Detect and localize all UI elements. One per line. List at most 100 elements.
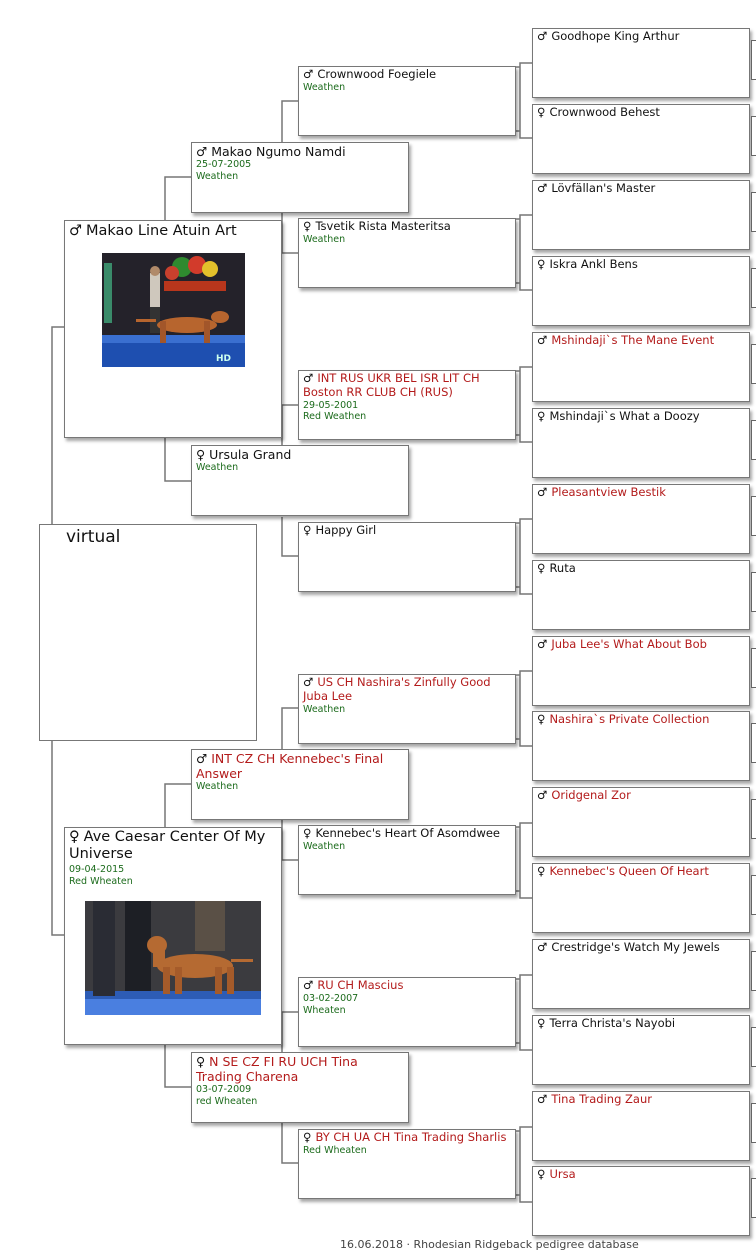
ggg-box-2[interactable]: ♀Crownwood Behest (532, 104, 750, 174)
grandparent-3-name[interactable]: INT CZ CH Kennebec's Final Answer (196, 751, 384, 781)
ggg-box-6[interactable]: ♀Mshindaji`s What a Doozy (532, 408, 750, 478)
great-grandparent-6-name-line: ♀Kennebec's Heart Of Asomdwee (303, 826, 511, 841)
ggg-box-5[interactable]: ♂Mshindaji`s The Mane Event (532, 332, 750, 402)
grandparent-box-4[interactable]: ♀N SE CZ FI RU UCH Tina Trading Charena … (191, 1052, 409, 1123)
male-symbol-icon: ♂ (537, 940, 548, 954)
ggg-16-name-line: ♀Ursa (537, 1167, 745, 1182)
great-grandparent-3-color: Red Weathen (303, 411, 367, 423)
clipped-next-generation-edge (751, 420, 756, 460)
male-symbol-icon: ♂ (537, 637, 548, 651)
ggg-box-9[interactable]: ♂Juba Lee's What About Bob (532, 636, 750, 706)
clipped-next-generation-edge (751, 496, 756, 536)
clipped-next-generation-edge (751, 1027, 756, 1067)
ggg-4-name[interactable]: Iskra Ankl Bens (549, 257, 638, 271)
male-symbol-icon: ♂ (303, 978, 314, 992)
great-grandparent-box-2[interactable]: ♀Tsvetik Rista Masteritsa Weathen (298, 218, 516, 288)
great-grandparent-7-name[interactable]: RU CH Mascius (317, 978, 404, 992)
female-symbol-icon: ♀ (537, 1167, 546, 1181)
male-symbol-icon: ♂ (537, 333, 548, 347)
great-grandparent-box-4[interactable]: ♀Happy Girl (298, 522, 516, 592)
ggg-15-name[interactable]: Tina Trading Zaur (551, 1092, 652, 1106)
male-symbol-icon: ♂ (537, 29, 548, 43)
ggg-box-4[interactable]: ♀Iskra Ankl Bens (532, 256, 750, 326)
ggg-box-1[interactable]: ♂Goodhope King Arthur (532, 28, 750, 98)
sire-photo[interactable]: HD (102, 253, 245, 367)
clipped-next-generation-edge (751, 723, 756, 763)
great-grandparent-3-name[interactable]: INT RUS UKR BEL ISR LIT CH Boston RR CLU… (303, 371, 480, 399)
great-grandparent-box-6[interactable]: ♀Kennebec's Heart Of Asomdwee Weathen (298, 825, 516, 895)
great-grandparent-7-color: Wheaten (303, 1004, 346, 1016)
subject-box[interactable]: virtual (39, 524, 257, 741)
ggg-7-name-line: ♂Pleasantview Bestik (537, 485, 745, 500)
female-symbol-icon: ♀ (303, 826, 312, 840)
sire-box[interactable]: ♂Makao Line Atuin Art HD (64, 220, 282, 438)
ggg-6-name[interactable]: Mshindaji`s What a Doozy (549, 409, 700, 423)
great-grandparent-5-color: Weathen (303, 703, 346, 715)
ggg-5-name[interactable]: Mshindaji`s The Mane Event (551, 333, 715, 347)
clipped-next-generation-edge (751, 40, 756, 80)
grandparent-2-color: Weathen (196, 462, 239, 473)
ggg-13-name-line: ♂Crestridge's Watch My Jewels (537, 940, 745, 955)
great-grandparent-8-color: Red Wheaten (303, 1144, 367, 1156)
sire-name-line: ♂Makao Line Atuin Art (69, 223, 277, 240)
grandparent-2-name[interactable]: Ursula Grand (209, 447, 292, 462)
great-grandparent-1-name[interactable]: Crownwood Foegiele (317, 67, 437, 81)
grandparent-1-name[interactable]: Makao Ngumo Namdi (211, 144, 346, 159)
ggg-12-name[interactable]: Kennebec's Queen Of Heart (549, 864, 709, 878)
grandparent-4-name[interactable]: N SE CZ FI RU UCH Tina Trading Charena (196, 1054, 358, 1084)
ggg-box-7[interactable]: ♂Pleasantview Bestik (532, 484, 750, 554)
ggg-8-name[interactable]: Ruta (549, 561, 576, 575)
ggg-3-name[interactable]: Lövfällan's Master (551, 181, 656, 195)
grandparent-4-color: red Wheaten (196, 1095, 258, 1107)
ggg-11-name[interactable]: Oridgenal Zor (551, 788, 631, 802)
great-grandparent-box-7[interactable]: ♂RU CH Mascius 03-02-2007 Wheaten (298, 977, 516, 1047)
dam-photo-image (85, 901, 261, 1015)
ggg-1-name[interactable]: Goodhope King Arthur (551, 29, 680, 43)
ggg-box-15[interactable]: ♂Tina Trading Zaur (532, 1091, 750, 1161)
ggg-box-10[interactable]: ♀Nashira`s Private Collection (532, 711, 750, 781)
ggg-9-name[interactable]: Juba Lee's What About Bob (551, 637, 707, 651)
great-grandparent-box-8[interactable]: ♀BY CH UA CH Tina Trading Sharlis Red Wh… (298, 1129, 516, 1199)
male-symbol-icon: ♂ (303, 675, 314, 689)
ggg-9-name-line: ♂Juba Lee's What About Bob (537, 637, 745, 652)
grandparent-1-color: Weathen (196, 170, 239, 182)
great-grandparent-5-name[interactable]: US CH Nashira's Zinfully Good Juba Lee (303, 675, 491, 703)
ggg-box-8[interactable]: ♀Ruta (532, 560, 750, 630)
ggg-13-name[interactable]: Crestridge's Watch My Jewels (551, 940, 720, 954)
male-symbol-icon: ♂ (196, 144, 208, 159)
ggg-16-name[interactable]: Ursa (549, 1167, 576, 1181)
great-grandparent-3-name-line: ♂INT RUS UKR BEL ISR LIT CH Boston RR CL… (303, 371, 511, 400)
great-grandparent-box-5[interactable]: ♂US CH Nashira's Zinfully Good Juba Lee … (298, 674, 516, 744)
dam-dob: 09-04-2015 (69, 863, 125, 875)
sire-name[interactable]: Makao Line Atuin Art (86, 223, 237, 239)
dam-name[interactable]: Ave Caesar Center Of My Universe (69, 829, 266, 863)
great-grandparent-box-1[interactable]: ♂Crownwood Foegiele Weathen (298, 66, 516, 136)
great-grandparent-2-name[interactable]: Tsvetik Rista Masteritsa (315, 219, 451, 233)
ggg-box-12[interactable]: ♀Kennebec's Queen Of Heart (532, 863, 750, 933)
great-grandparent-8-name[interactable]: BY CH UA CH Tina Trading Sharlis (315, 1130, 507, 1144)
ggg-14-name[interactable]: Terra Christa's Nayobi (549, 1016, 676, 1030)
grandparent-box-3[interactable]: ♂INT CZ CH Kennebec's Final Answer Weath… (191, 749, 409, 820)
great-grandparent-2-color: Weathen (303, 233, 346, 245)
ggg-14-name-line: ♀Terra Christa's Nayobi (537, 1016, 745, 1031)
ggg-box-14[interactable]: ♀Terra Christa's Nayobi (532, 1015, 750, 1085)
ggg-4-name-line: ♀Iskra Ankl Bens (537, 257, 745, 272)
ggg-2-name[interactable]: Crownwood Behest (549, 105, 660, 119)
ggg-10-name[interactable]: Nashira`s Private Collection (549, 712, 710, 726)
male-symbol-icon: ♂ (537, 1092, 548, 1106)
great-grandparent-6-name[interactable]: Kennebec's Heart Of Asomdwee (315, 826, 501, 840)
ggg-box-13[interactable]: ♂Crestridge's Watch My Jewels (532, 939, 750, 1009)
dam-box[interactable]: ♀Ave Caesar Center Of My Universe 09-04-… (64, 827, 282, 1045)
ggg-box-16[interactable]: ♀Ursa (532, 1166, 750, 1236)
grandparent-box-2[interactable]: ♀Ursula Grand Weathen (191, 445, 409, 516)
dam-name-line: ♀Ave Caesar Center Of My Universe (69, 829, 277, 864)
dam-photo[interactable] (85, 901, 261, 1015)
grandparent-box-1[interactable]: ♂Makao Ngumo Namdi 25-07-2005 Weathen (191, 142, 409, 213)
great-grandparent-3-dob: 29-05-2001 (303, 399, 359, 411)
clipped-next-generation-edge (751, 648, 756, 688)
great-grandparent-box-3[interactable]: ♂INT RUS UKR BEL ISR LIT CH Boston RR CL… (298, 370, 516, 440)
great-grandparent-4-name[interactable]: Happy Girl (315, 523, 377, 537)
ggg-box-11[interactable]: ♂Oridgenal Zor (532, 787, 750, 857)
ggg-box-3[interactable]: ♂Lövfällan's Master (532, 180, 750, 250)
ggg-7-name[interactable]: Pleasantview Bestik (551, 485, 666, 499)
